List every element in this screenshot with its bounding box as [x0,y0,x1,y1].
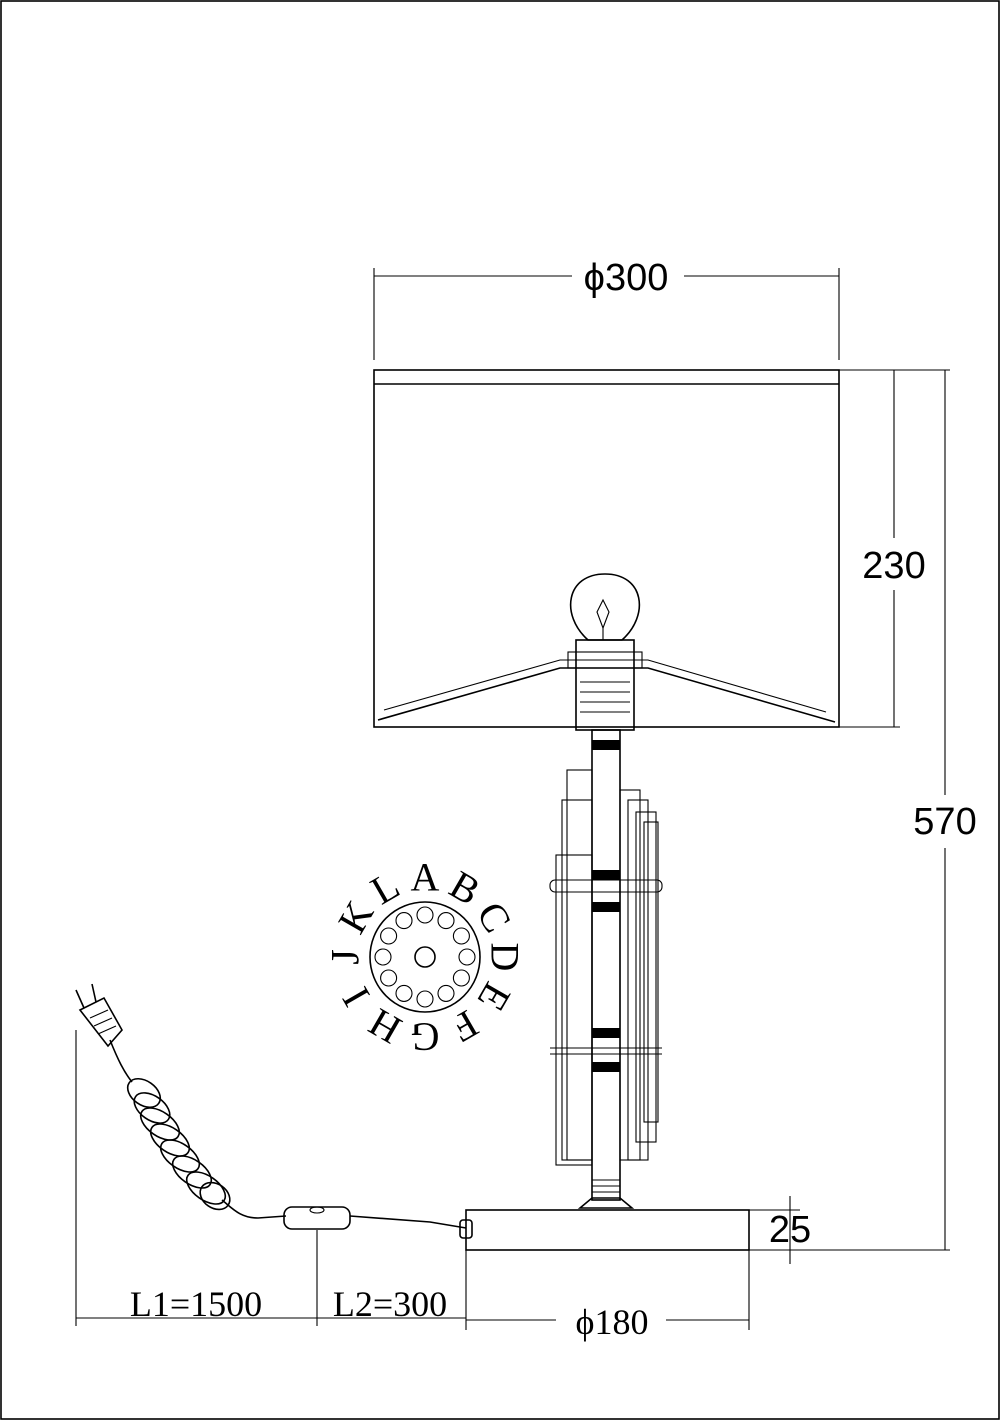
dial-hole [416,906,434,924]
dial-hole [452,969,470,987]
switch-length-label: L2=300 [333,1284,447,1324]
shade-diameter-label: ϕ300 [584,257,669,299]
base-diameter-label: ϕ180 [576,1302,649,1342]
crystal-panels [549,769,663,1166]
dial-hole [395,984,413,1002]
bulb [569,573,641,641]
dial-letter: C [468,894,520,940]
dial-hole [437,984,455,1002]
crystal-stem [577,729,635,1209]
dimension-base-height [749,1196,800,1264]
base-height-label: 25 [769,1209,811,1251]
dimension-shade-diameter [373,268,840,360]
dial-letter: L [363,862,407,913]
dial-letter: B [442,862,488,914]
cable-length-label: L1=1500 [130,1284,262,1324]
dial-hole [437,912,455,930]
total-height-label: 570 [913,801,976,843]
dial-hole [458,948,476,966]
dial-letter: F [444,1001,486,1051]
dial-letter: J [323,949,368,965]
dial-hole [395,912,413,930]
lamp-base [465,1209,750,1251]
dial-letter: G [411,1015,440,1060]
dimension-heights [749,369,950,1251]
dial-letter: I [333,980,379,1014]
rotary-dimmer [369,901,481,1013]
dial-hole [416,990,434,1008]
cable-entry [459,1219,473,1239]
dimension-base-diameter [465,1250,750,1330]
dial-hole [374,948,392,966]
shade-height-label: 230 [862,545,925,587]
inline-switch [283,1206,351,1230]
dial-letter: A [411,855,440,900]
dial-hole [380,927,398,945]
coiled-cord [109,1039,231,1211]
lamp-socket [567,639,643,731]
dial-letter: D [483,943,528,972]
dial-hole [380,969,398,987]
euro-plug [75,983,123,1048]
lamp-shade [373,369,840,728]
dial-holes [374,906,476,1008]
power-cable [221,1199,473,1239]
dimension-cable-lengths [75,1030,466,1326]
dial-letter: E [469,975,520,1019]
dial-hole [452,927,470,945]
